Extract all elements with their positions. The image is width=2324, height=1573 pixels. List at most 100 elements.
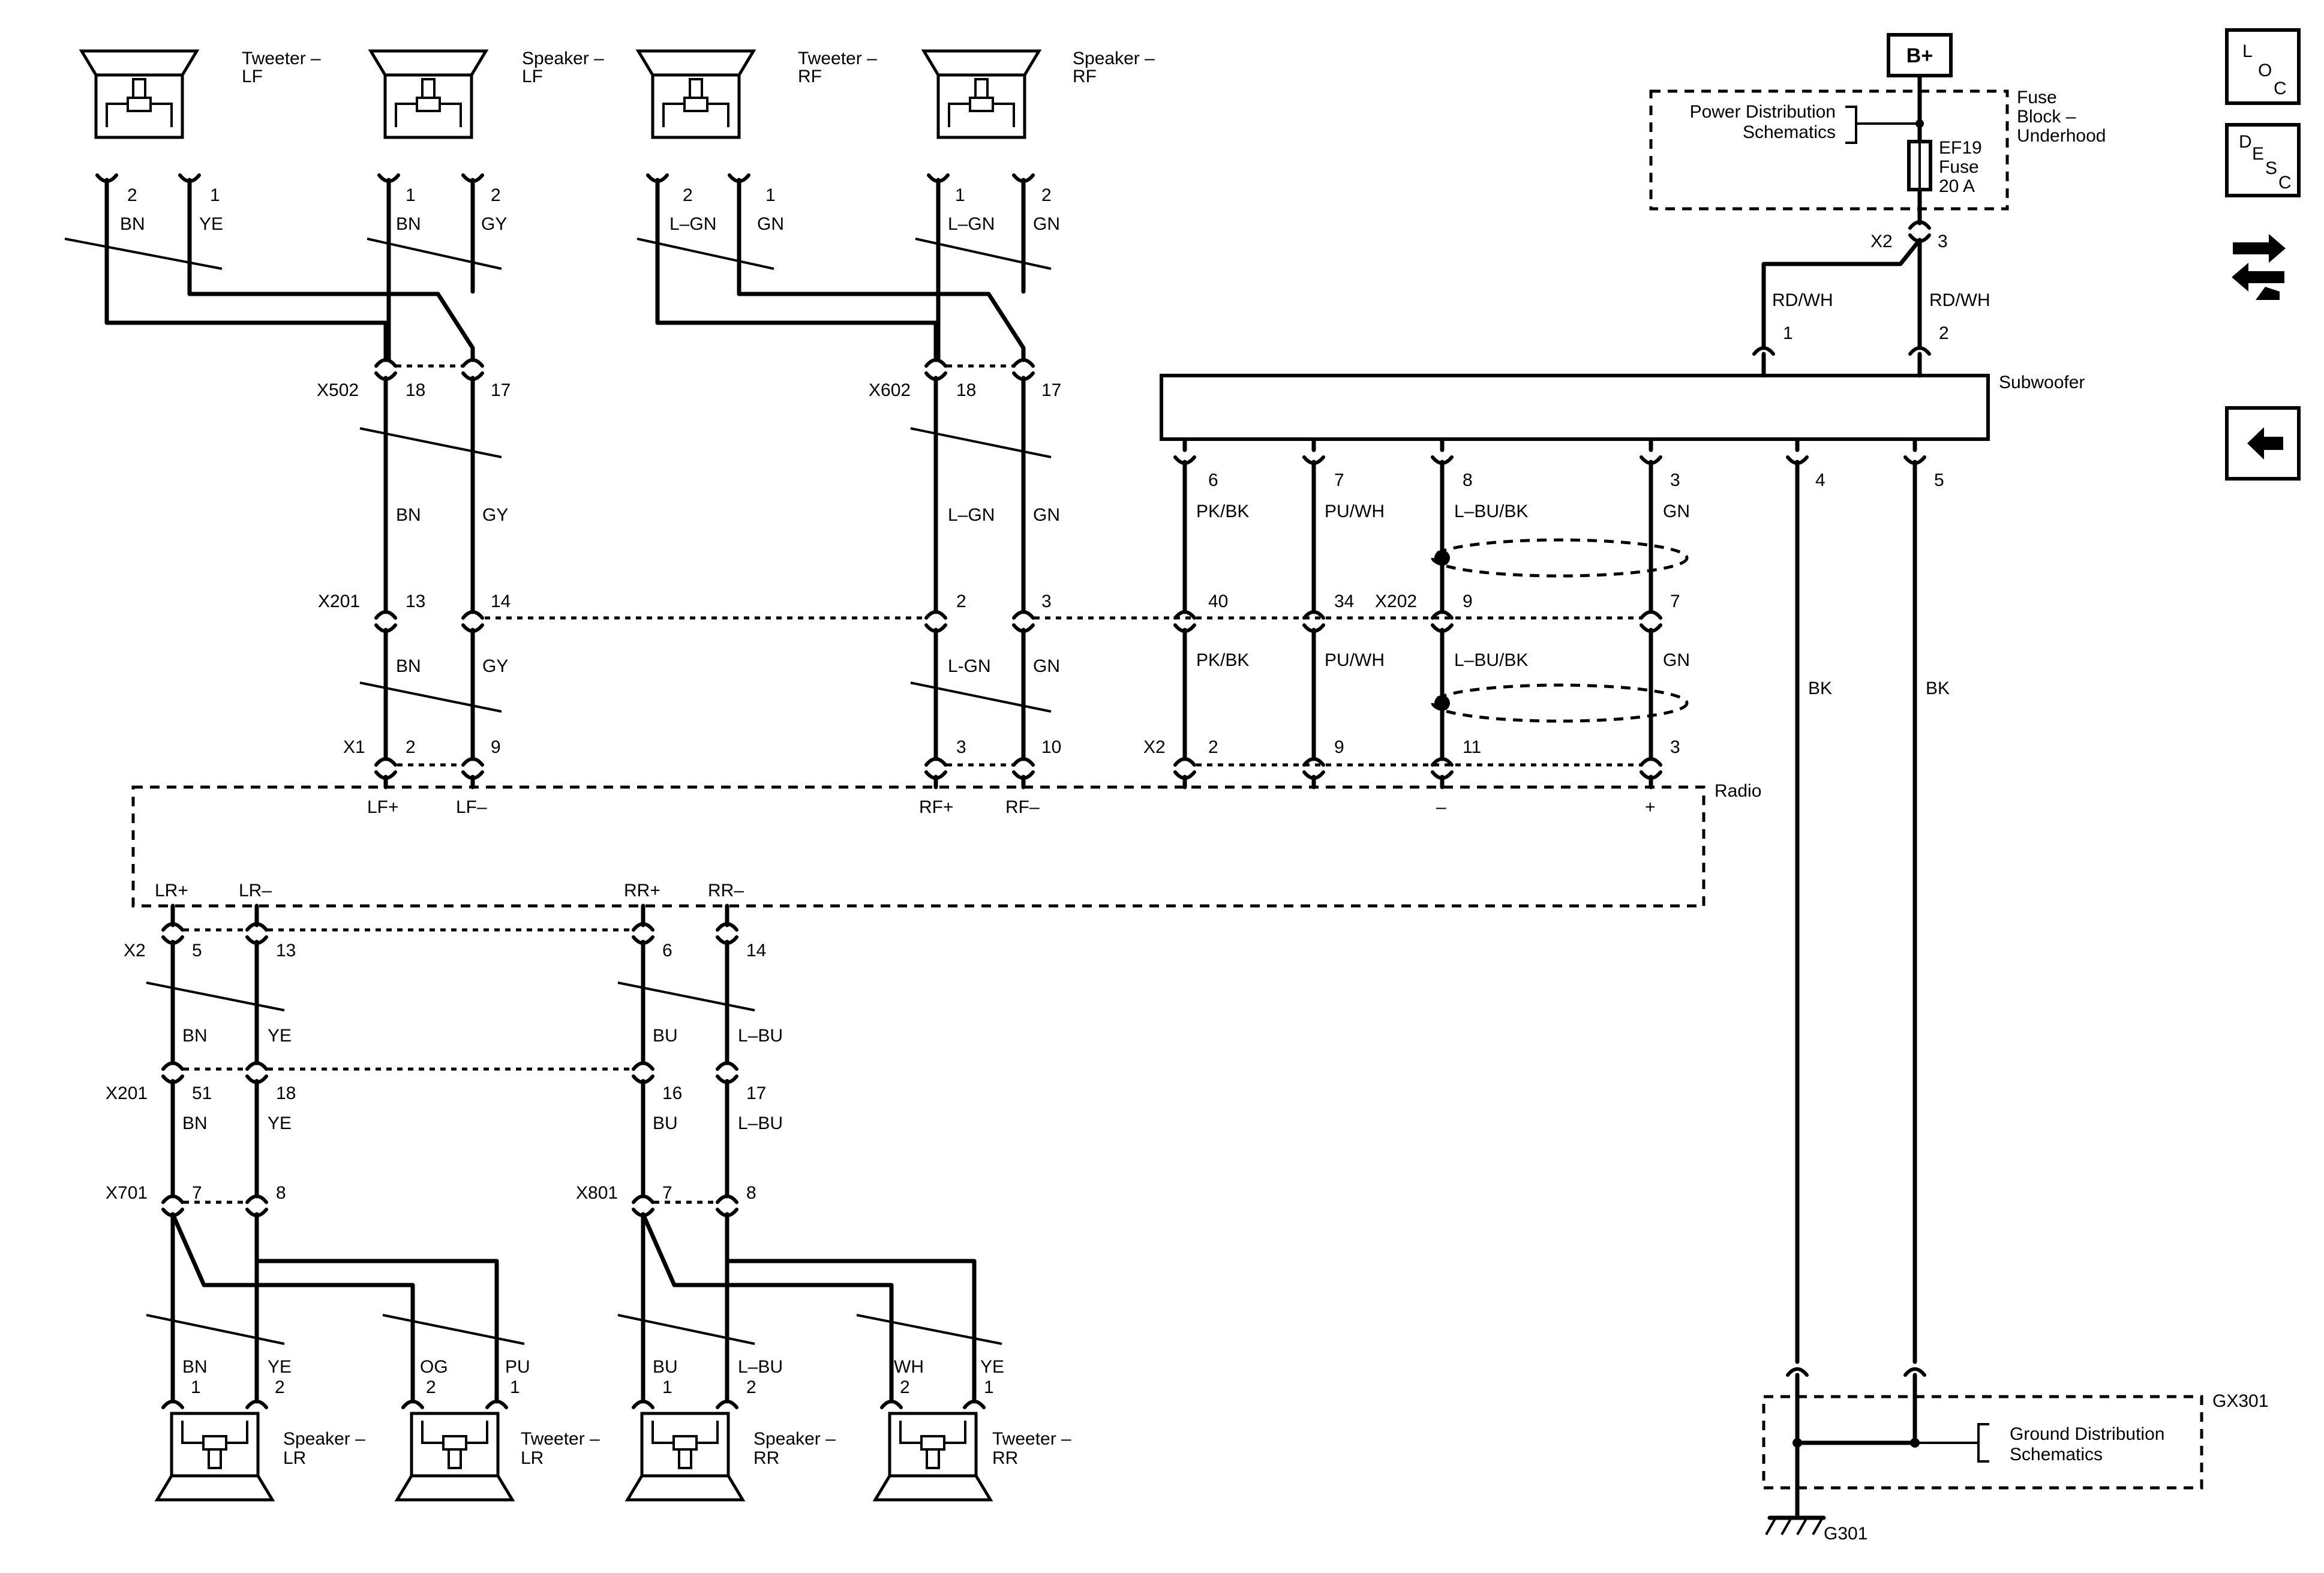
front-harness-lower: BN GY L-GN GN <box>359 628 1060 761</box>
rf-wiring <box>636 178 1052 362</box>
gx301-ground-block: GX301 Ground Distribution Schematics <box>1762 1391 2268 1490</box>
svg-text:17: 17 <box>746 1083 766 1103</box>
svg-text:X202: X202 <box>1375 592 1417 611</box>
fuse-output-x2: X2 3 RD/WH RD/WH <box>1761 222 1990 350</box>
front-speaker-terminals <box>97 175 1033 181</box>
lf-wiring <box>64 178 502 362</box>
svg-text:2: 2 <box>900 1377 910 1397</box>
svg-text:1: 1 <box>191 1377 201 1397</box>
svg-text:RD/WH: RD/WH <box>1772 290 1833 310</box>
svg-text:6: 6 <box>1208 470 1218 490</box>
connector-end-view-icon[interactable] <box>2232 234 2286 300</box>
fuse-block-underhood: Fuse Block – Underhood Power Distributio… <box>1649 88 2106 226</box>
svg-text:YE: YE <box>980 1357 1004 1377</box>
svg-text:5: 5 <box>1934 470 1944 490</box>
svg-text:L–BU: L–BU <box>738 1026 783 1046</box>
svg-text:BU: BU <box>653 1357 678 1377</box>
svg-text:2: 2 <box>1041 185 1052 205</box>
svg-text:BN: BN <box>120 214 145 234</box>
tweeter-lr: Tweeter – LR <box>397 1413 600 1500</box>
battery-b-plus: B+ <box>1887 33 1953 144</box>
svg-text:Power Distribution: Power Distribution <box>1690 102 1836 122</box>
subwoofer-label: Subwoofer <box>1999 373 2085 392</box>
svg-text:18: 18 <box>406 380 425 400</box>
svg-text:X1: X1 <box>343 737 365 757</box>
svg-text:X2: X2 <box>1143 737 1166 757</box>
svg-text:9: 9 <box>491 737 501 757</box>
svg-text:2: 2 <box>683 185 693 205</box>
tweeter-rr: Tweeter – RR <box>875 1413 1071 1500</box>
tweeter-lr-location: LR <box>521 1448 544 1468</box>
svg-text:34: 34 <box>1334 592 1354 611</box>
rr-wiring: BU L–BU WH YE 1 2 2 1 <box>617 1212 1004 1404</box>
svg-text:7: 7 <box>1334 470 1344 490</box>
svg-text:8: 8 <box>746 1183 756 1203</box>
tweeter-rf-label: Tweeter – <box>798 49 877 68</box>
svg-text:GN: GN <box>757 214 784 234</box>
connector-x602: X602 18 17 <box>869 360 1061 400</box>
svg-text:13: 13 <box>276 941 296 960</box>
svg-text:–: – <box>1436 797 1446 817</box>
svg-text:O: O <box>2258 61 2272 80</box>
svg-text:2: 2 <box>1939 323 1949 343</box>
connector-x701: X701 7 8 <box>106 1183 286 1215</box>
speaker-lf-label: Speaker – <box>522 49 604 68</box>
svg-text:3: 3 <box>1670 737 1680 757</box>
svg-text:3: 3 <box>1670 470 1680 490</box>
svg-text:2: 2 <box>406 737 416 757</box>
svg-text:16: 16 <box>662 1083 682 1103</box>
svg-text:X2: X2 <box>124 941 146 960</box>
svg-text:18: 18 <box>276 1083 296 1103</box>
front-speaker-wire-colors: BN YE BN GY L–GN GN L–GN GN <box>120 214 1060 234</box>
svg-text:2: 2 <box>275 1377 285 1397</box>
svg-text:L–GN: L–GN <box>948 214 995 234</box>
radio: Radio LF+ LF– RF+ RF– – + LR+ LR– RR+ RR… <box>131 781 1761 908</box>
svg-text:RR+: RR+ <box>624 881 660 900</box>
svg-text:X502: X502 <box>317 380 359 400</box>
front-harness-mid: BN GY L–GN GN <box>359 376 1060 614</box>
svg-text:YE: YE <box>268 1026 292 1046</box>
svg-text:GN: GN <box>1663 502 1690 521</box>
svg-text:GX301: GX301 <box>2212 1391 2268 1411</box>
svg-text:BK: BK <box>1926 679 1950 698</box>
tweeter-lr-label: Tweeter – <box>521 1429 600 1449</box>
svg-text:RD/WH: RD/WH <box>1929 290 1990 310</box>
svg-text:17: 17 <box>1041 380 1061 400</box>
connector-x201-x202-row: X201 13 14 2 3 40 34 X202 9 7 <box>318 592 1680 631</box>
svg-text:X701: X701 <box>106 1183 148 1203</box>
svg-text:PK/BK: PK/BK <box>1196 650 1249 670</box>
svg-text:1: 1 <box>510 1377 520 1397</box>
svg-text:RF+: RF+ <box>919 797 954 817</box>
svg-text:RR–: RR– <box>708 881 744 900</box>
svg-text:L–BU/BK: L–BU/BK <box>1454 650 1528 670</box>
svg-text:Underhood: Underhood <box>2017 126 2106 146</box>
svg-text:GY: GY <box>482 505 508 525</box>
svg-text:BU: BU <box>653 1113 678 1133</box>
svg-text:18: 18 <box>956 380 976 400</box>
svg-text:GY: GY <box>482 656 508 676</box>
svg-text:1: 1 <box>662 1377 672 1397</box>
svg-text:9: 9 <box>1463 592 1473 611</box>
svg-text:X201: X201 <box>106 1083 148 1103</box>
lr-wiring: BN YE OG PU 1 2 2 1 <box>146 1212 530 1404</box>
svg-text:GN: GN <box>1033 656 1060 676</box>
speaker-lr-label: Speaker – <box>283 1429 365 1449</box>
svg-text:20 A: 20 A <box>1939 176 1975 196</box>
svg-text:C: C <box>2274 79 2287 98</box>
tweeter-rr-location: RR <box>992 1448 1018 1468</box>
svg-text:11: 11 <box>1463 737 1481 757</box>
svg-text:YE: YE <box>268 1113 292 1133</box>
svg-text:2: 2 <box>491 185 501 205</box>
radio-label: Radio <box>1715 781 1761 801</box>
svg-text:Ground Distribution: Ground Distribution <box>2010 1424 2164 1444</box>
connector-x2-rear: X2 5 13 6 14 <box>124 903 766 960</box>
speaker-lr: Speaker – LR <box>157 1413 365 1500</box>
svg-text:S: S <box>2265 158 2277 178</box>
loc-icon[interactable]: L O C <box>2225 28 2301 105</box>
svg-text:LF+: LF+ <box>367 797 399 817</box>
svg-text:2: 2 <box>746 1377 756 1397</box>
desc-icon[interactable]: D E S C <box>2225 123 2301 197</box>
back-arrow-icon[interactable] <box>2225 406 2301 481</box>
speaker-rr-label: Speaker – <box>753 1429 836 1449</box>
